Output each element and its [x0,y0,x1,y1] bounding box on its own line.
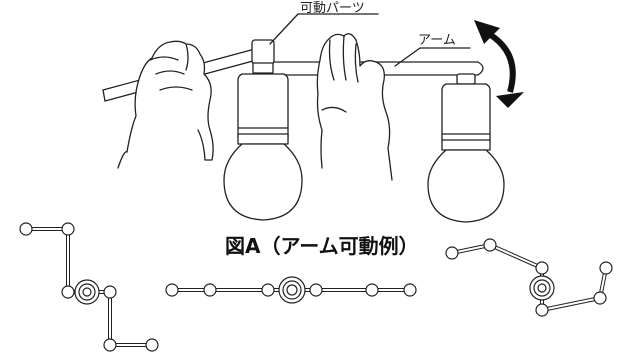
arm-config-angled [445,238,613,317]
joint-node [535,261,549,275]
joint-node [445,246,459,260]
joint-node [593,291,607,305]
joint-node [145,338,159,352]
joint-node [61,285,75,299]
joint-node [103,338,117,352]
joint-node [203,283,217,297]
right-lamp [427,73,505,223]
arm-config-vertical [19,222,159,352]
left-hand [117,40,214,169]
left-bulb [223,143,303,221]
joint-node [535,303,549,317]
joint-node [365,283,379,297]
joint-node [403,283,417,297]
joint-node [309,283,323,297]
right-hand [316,33,393,181]
left-lamp [223,39,303,221]
joint-node [599,261,613,275]
right-socket [441,83,491,143]
arm-leader-line [394,47,421,67]
figure-caption: 図A（アーム可動例） [225,234,419,258]
right-bulb [427,149,505,223]
joint-node [19,222,33,236]
joint-node [165,283,179,297]
joint-node [483,238,497,252]
joint-node [61,222,75,236]
joint-node [261,283,275,297]
joint-node [103,285,117,299]
arm-label: アーム [418,33,456,48]
arm-config-straight [165,276,417,304]
curved-double-arrow-icon [474,20,524,108]
movable-part-leader-line [269,13,299,45]
movable-part-label: 可動パーツ [300,1,365,16]
